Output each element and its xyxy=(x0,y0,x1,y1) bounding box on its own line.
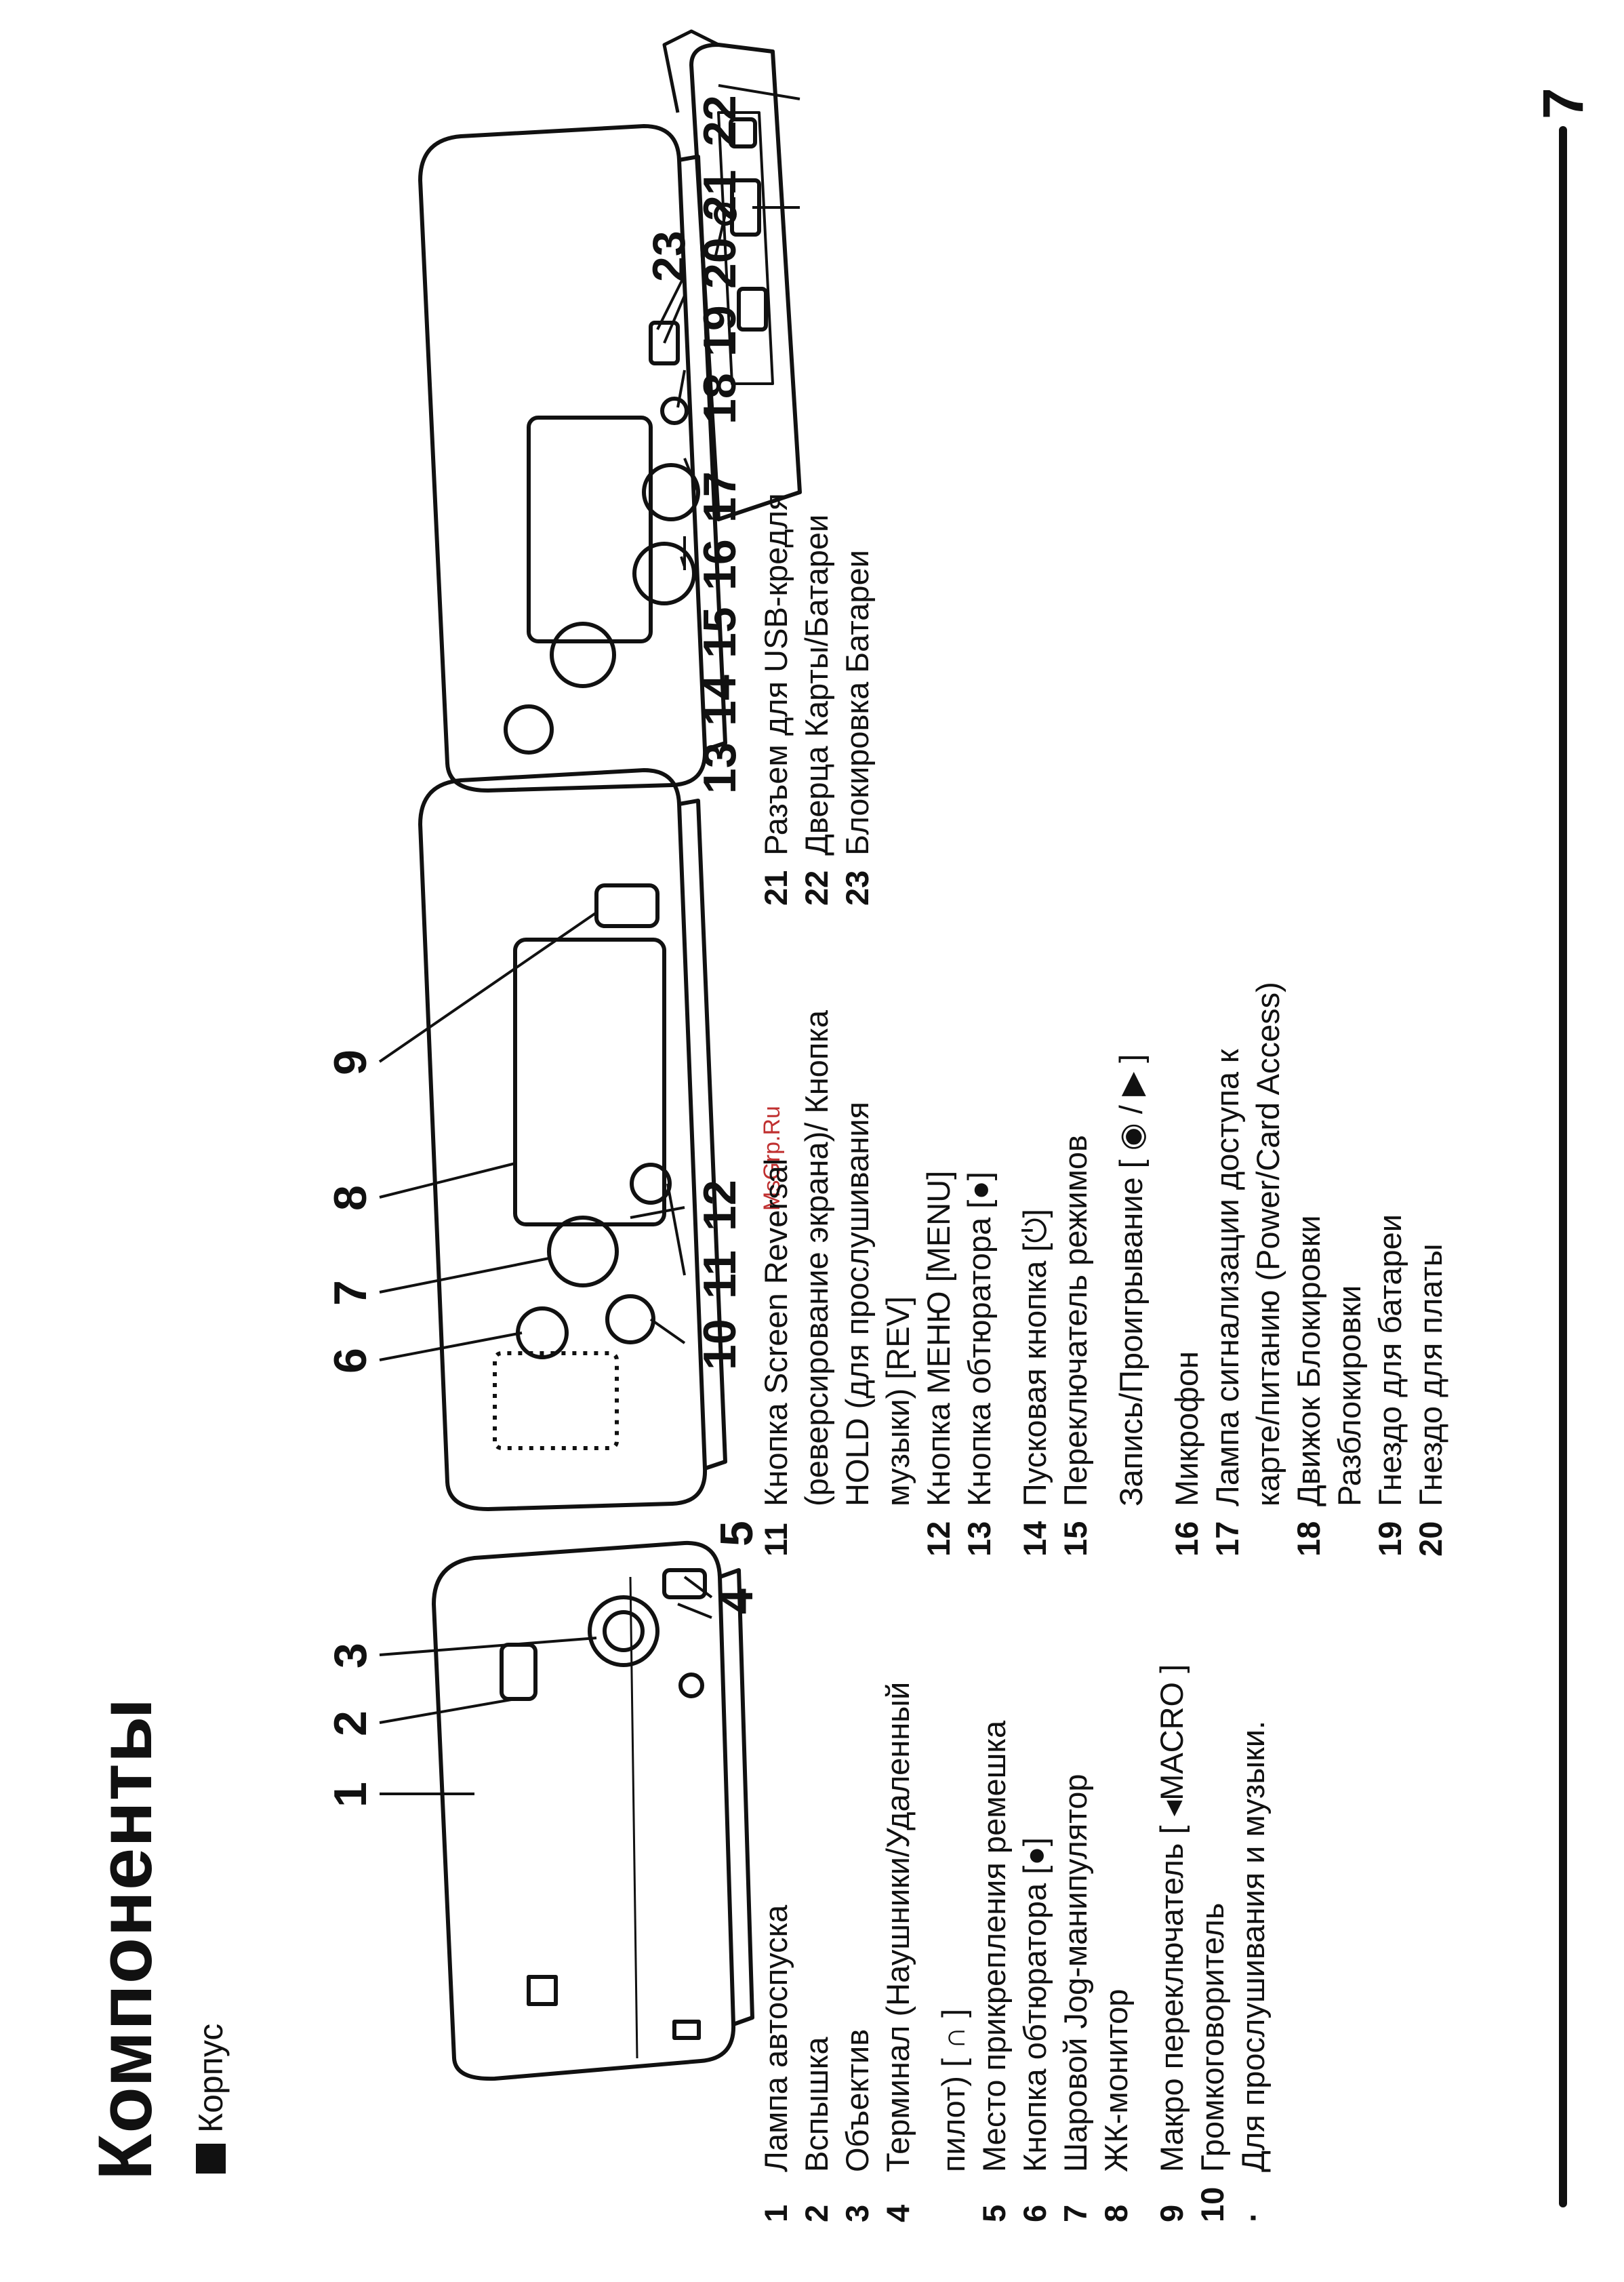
strap-mount-icon xyxy=(662,1568,707,1599)
callout-10: 10 xyxy=(694,1319,746,1370)
callout-19: 19 xyxy=(694,305,746,357)
menu-button-icon xyxy=(605,1294,655,1344)
jog-ball-icon xyxy=(547,1216,619,1287)
device-front-view xyxy=(432,1540,754,2081)
device-back-leaders xyxy=(378,911,686,1361)
callout-20: 20 xyxy=(694,237,746,289)
device-side-view xyxy=(418,124,727,793)
device-front-leaders xyxy=(379,1576,713,1795)
callout-8: 8 xyxy=(325,1185,376,1211)
callout-15: 15 xyxy=(694,607,746,658)
macro-switch-icon xyxy=(594,883,659,928)
callout-6: 6 xyxy=(325,1348,376,1374)
callout-9: 9 xyxy=(325,1049,376,1075)
page-number: 7 xyxy=(1531,87,1595,119)
power-button-icon xyxy=(632,542,696,605)
shutter-button-top-icon xyxy=(504,704,554,755)
legend-item-continuation: HOLD (для прослушивания xyxy=(839,1101,875,1506)
battery-door-leaders xyxy=(714,84,800,259)
battery-lock-icon xyxy=(714,203,737,226)
legend-item-note: ·Для прослушивания и музыки. xyxy=(1235,1720,1271,2222)
device-back-view xyxy=(418,768,727,1511)
lcd-monitor-icon xyxy=(513,938,666,1226)
callout-1: 1 xyxy=(325,1782,376,1807)
callout-2: 2 xyxy=(325,1710,376,1736)
legend-item-continuation: (реверсирование экрана)/ Кнопка xyxy=(798,1009,834,1506)
shutter-button-icon xyxy=(516,1306,569,1359)
flash-icon xyxy=(500,1643,537,1701)
legend-item-continuation: музыки) [REV] xyxy=(880,1296,916,1506)
page-rule-divider xyxy=(1559,126,1567,2207)
callout-17: 17 xyxy=(694,471,746,523)
usb-cradle-jack-icon xyxy=(729,117,757,148)
callout-13: 13 xyxy=(694,742,746,794)
legend-item-continuation: Разблокировки xyxy=(1331,1285,1367,1506)
callout-14: 14 xyxy=(694,675,746,726)
rev-button-icon xyxy=(630,1163,672,1205)
status-icon xyxy=(527,1975,558,2006)
microphone-icon xyxy=(660,397,689,425)
callout-7: 7 xyxy=(325,1280,376,1306)
callout-4: 4 xyxy=(711,1588,763,1614)
lens-icon xyxy=(588,1595,659,1667)
legend-item-continuation: пилот) [ ∩ ] xyxy=(935,2008,971,2172)
speaker-grill-icon xyxy=(493,1351,619,1450)
usb-port-icon xyxy=(672,2020,701,2040)
callout-3: 3 xyxy=(325,1643,376,1668)
callout-11: 11 xyxy=(694,1250,746,1299)
legend-item-continuation: карте/питанию (Power/Card Access) xyxy=(1250,982,1286,1506)
callout-5: 5 xyxy=(711,1521,763,1546)
battery-door-detail xyxy=(662,29,802,521)
legend-item-continuation: Запись/Проигрывание [ ◉ / ▶ ] xyxy=(1113,1054,1149,1506)
callout-21: 21 xyxy=(694,169,746,221)
terminal-jack-icon xyxy=(678,1673,704,1698)
callout-18: 18 xyxy=(694,373,746,424)
callout-16: 16 xyxy=(694,539,746,590)
access-lamp-icon xyxy=(649,321,680,365)
lock-slider-icon xyxy=(737,287,768,332)
callout-22: 22 xyxy=(694,95,746,146)
device-side-leaders xyxy=(656,275,699,570)
callout-23: 23 xyxy=(643,231,695,282)
callout-12: 12 xyxy=(694,1180,746,1231)
